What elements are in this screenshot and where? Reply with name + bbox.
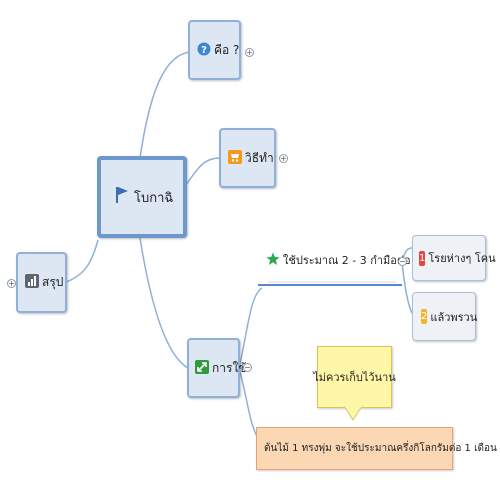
priority-1-badge: 1 (419, 250, 426, 266)
subtopic-node-option1[interactable]: 1 โรยห่างๆ โคน (412, 235, 496, 281)
topic-label-summary: สรุป (42, 275, 64, 289)
cart-icon (228, 149, 242, 168)
priority-2-badge: 2 (421, 309, 428, 324)
topic-node-summary[interactable]: สรุป (16, 252, 67, 313)
question-icon: ? (197, 41, 211, 60)
subtopic-label-option2: แล้วพรวน (430, 310, 478, 324)
topic-label-use: การใช้ (212, 360, 247, 375)
flag-icon (115, 186, 129, 208)
bottom-note-label: ต้นไม้ 1 ทรงพุ่ม จะใช้ประมาณครึ่งกิโลกรั… (264, 443, 497, 454)
expand-toggle-how[interactable]: + (279, 154, 288, 163)
root-topic-label: โบกาฉิ (134, 190, 174, 206)
subtopic-label-option1: โรยห่างๆ โคน (428, 252, 496, 265)
expand-toggle-what[interactable]: + (245, 48, 254, 57)
expand-toggle-use[interactable]: − (243, 363, 252, 372)
star-icon (266, 251, 280, 270)
topic-label-what: คือ ? (214, 42, 240, 57)
arrows-icon (195, 359, 209, 378)
svg-text:?: ? (201, 45, 207, 56)
chart-icon (25, 273, 39, 292)
topic-node-use[interactable]: การใช้ (187, 338, 246, 398)
expand-toggle-usage[interactable]: − (398, 257, 407, 266)
topic-node-what[interactable]: ? คือ ? (188, 20, 241, 80)
callout-pointer (343, 406, 363, 421)
subtopic-node-option2[interactable]: 2 แล้วพรวน (412, 292, 478, 341)
bottom-note-node[interactable]: ต้นไม้ 1 ทรงพุ่ม จะใช้ประมาณครึ่งกิโลกรั… (256, 427, 497, 470)
topic-label-how: วิธีทำ (245, 150, 274, 165)
topic-node-how[interactable]: วิธีทำ (219, 128, 276, 188)
root-topic-node[interactable]: โบกาฉิ (97, 156, 187, 238)
expand-toggle-summary[interactable]: + (7, 279, 16, 288)
callout-note[interactable]: ไม่ควรเก็บไว้นาน (313, 346, 396, 408)
callout-label: ไม่ควรเก็บไว้นาน (313, 371, 396, 384)
